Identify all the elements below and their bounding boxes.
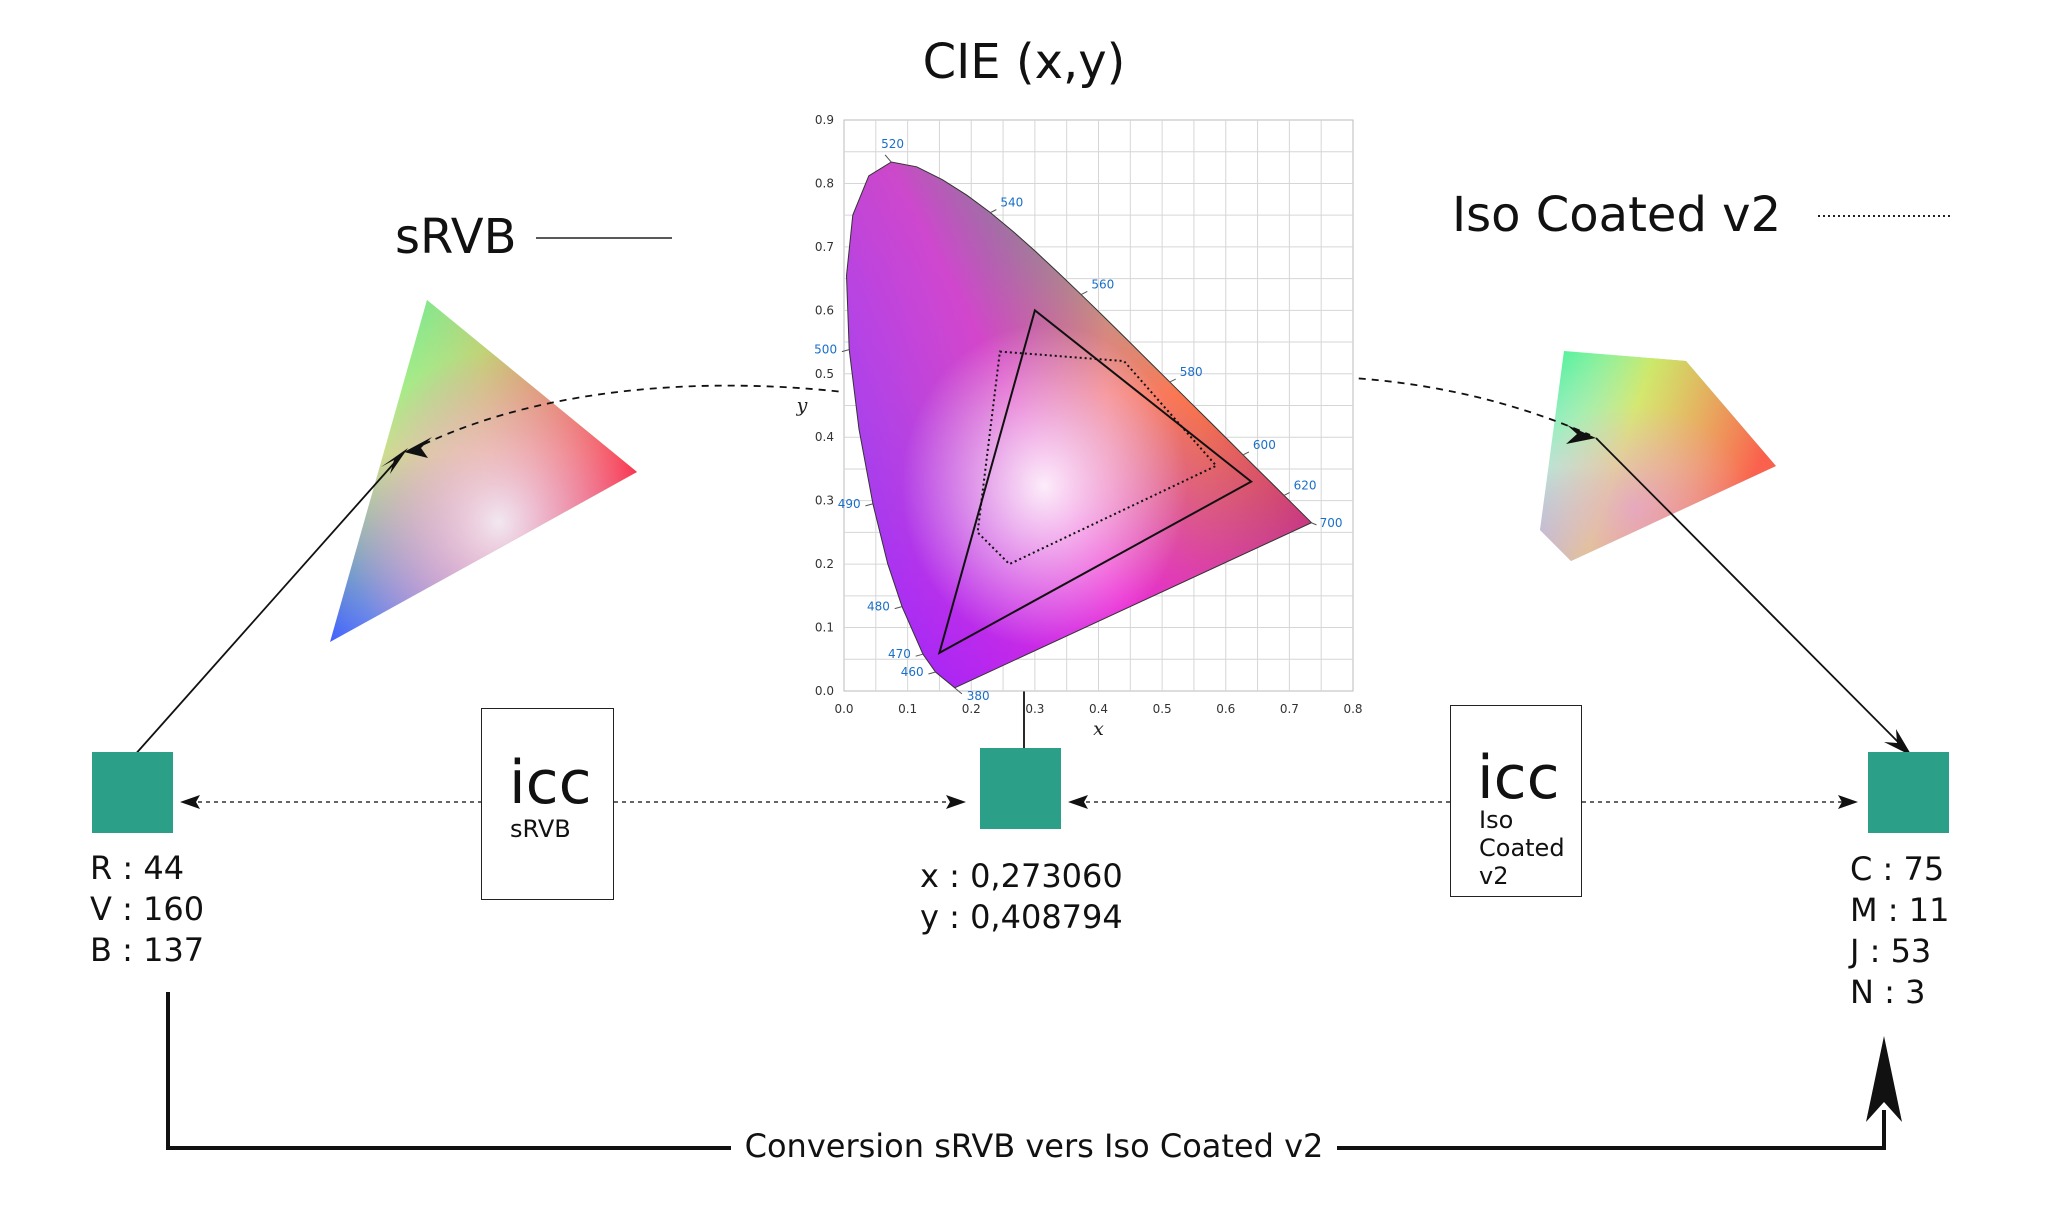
iso-value-m: M : 11	[1850, 891, 1950, 929]
srvb-value-v: V : 160	[90, 890, 205, 928]
x-tick-label: 0.1	[898, 702, 917, 716]
wavelength-label: 500	[814, 343, 837, 357]
iso-value-n: N : 3	[1850, 973, 1926, 1011]
icc-srvb-box: icc sRVB	[481, 708, 614, 900]
y-tick-label: 0.3	[815, 494, 834, 508]
conversion-arrowhead	[1866, 1036, 1902, 1122]
icc-iso-profile: Iso Coated v2	[1479, 806, 1565, 890]
wavelength-tick	[928, 671, 936, 675]
wavelength-tick	[915, 653, 924, 657]
wavelength-label: 470	[888, 647, 911, 661]
xy-color-swatch	[980, 748, 1061, 829]
wavelength-tick	[865, 503, 873, 507]
wavelength-tick	[990, 209, 997, 214]
iso-title: Iso Coated v2	[1452, 187, 1782, 243]
x-tick-label: 0.0	[834, 702, 853, 716]
iso-values: C : 75 M : 11 J : 53 N : 3	[1850, 849, 1949, 1013]
wavelength-tick	[1311, 522, 1317, 526]
x-tick-label: 0.7	[1280, 702, 1299, 716]
wavelength-label: 580	[1180, 365, 1203, 379]
xy-value-y: y : 0,408794	[920, 898, 1123, 936]
conversion-caption: Conversion sRVB vers Iso Coated v2	[0, 1127, 2048, 1165]
arrowhead-link-b-left	[1068, 795, 1088, 809]
arrowhead-iso-gamut	[1566, 425, 1596, 444]
y-tick-label: 0.2	[815, 557, 834, 571]
y-tick-label: 0.0	[815, 684, 834, 698]
arrowhead-link-a-left	[180, 795, 200, 809]
wavelength-label: 490	[838, 497, 861, 511]
srvb-values: R : 44 V : 160 B : 137	[90, 848, 204, 971]
wavelength-label: 380	[967, 689, 990, 703]
wavelength-label: 560	[1091, 277, 1114, 291]
wavelength-label: 520	[881, 137, 904, 151]
icc-iso-box: icc Iso Coated v2	[1450, 705, 1582, 897]
x-tick-label: 0.4	[1089, 702, 1108, 716]
wavelength-label: 480	[867, 600, 890, 614]
y-tick-label: 0.8	[815, 176, 834, 190]
wavelength-tick	[1283, 492, 1290, 497]
wavelength-label: 620	[1294, 479, 1317, 493]
srvb-value-b: B : 137	[90, 931, 205, 969]
xy-value-x: x : 0,273060	[920, 857, 1123, 895]
icc-srvb-profile: sRVB	[510, 815, 571, 843]
wavelength-tick	[841, 349, 850, 353]
cie-spectral-locus	[845, 161, 1313, 689]
cie-gamut-outlines	[937, 308, 1254, 655]
wavelength-tick	[894, 606, 903, 610]
srvb-gamut-outline	[937, 308, 1254, 655]
icc-iso-label: icc	[1477, 743, 1560, 813]
wavelength-tick	[954, 687, 963, 695]
wavelength-tick	[1242, 451, 1250, 456]
arrowhead-iso-swatch	[1884, 729, 1912, 756]
x-tick-label: 0.2	[962, 702, 981, 716]
iso-gamut-polygon	[1540, 351, 1776, 561]
xy-values: x : 0,273060 y : 0,408794	[920, 856, 1123, 938]
wavelength-label: 460	[901, 665, 924, 679]
cie-title: CIE (x,y)	[922, 34, 1126, 90]
wavelength-label: 700	[1320, 516, 1343, 530]
iso-color-swatch	[1868, 752, 1949, 833]
y-tick-label: 0.6	[815, 303, 834, 317]
icc-srvb-label: icc	[509, 748, 592, 818]
y-tick-label: 0.1	[815, 621, 834, 635]
iso-value-j: J : 53	[1850, 932, 1932, 970]
cie-y-axis-label: y	[796, 395, 808, 417]
arrowhead-left-arc	[404, 437, 432, 458]
x-tick-label: 0.6	[1216, 702, 1235, 716]
cie-tick-labels: 0.0 0.1 0.2 0.3 0.4 0.5 0.6 0.7 0.8 0.0 0.1 0.2 0.3 0…	[815, 113, 1363, 716]
y-tick-label: 0.7	[815, 240, 834, 254]
wavelength-tick	[1081, 291, 1088, 295]
arrowhead-link-a-right	[946, 795, 966, 809]
srvb-color-swatch	[92, 752, 173, 833]
cie-x-axis-label: x	[1093, 718, 1104, 740]
wavelength-tick	[884, 154, 892, 163]
connector-srvb-swatch	[132, 451, 405, 758]
y-tick-label: 0.9	[815, 113, 834, 127]
x-tick-label: 0.3	[1025, 702, 1044, 716]
wavelength-tick	[1169, 378, 1176, 383]
srvb-value-r: R : 44	[90, 849, 185, 887]
wavelength-label: 600	[1253, 438, 1276, 452]
arrowhead-srvb-point	[381, 448, 408, 474]
icc-iso-line-1: Iso	[1479, 806, 1514, 834]
x-tick-label: 0.5	[1153, 702, 1172, 716]
cie-wavelength-labels: 380 460 470 480 490 500 520 540 560 580 600 620 700	[814, 137, 1342, 703]
iso-value-c: C : 75	[1850, 850, 1945, 888]
y-tick-label: 0.4	[815, 430, 834, 444]
icc-iso-line-3: v2	[1479, 862, 1509, 890]
arrowhead-link-b-right	[1838, 795, 1858, 809]
y-tick-label: 0.5	[815, 367, 834, 381]
wavelength-label: 540	[1000, 196, 1023, 210]
srvb-gamut-triangle	[330, 300, 637, 642]
connector-iso-swatch	[1595, 437, 1909, 753]
x-tick-label: 0.8	[1343, 702, 1362, 716]
icc-iso-line-2: Coated	[1479, 834, 1565, 862]
srvb-title: sRVB	[395, 209, 517, 265]
